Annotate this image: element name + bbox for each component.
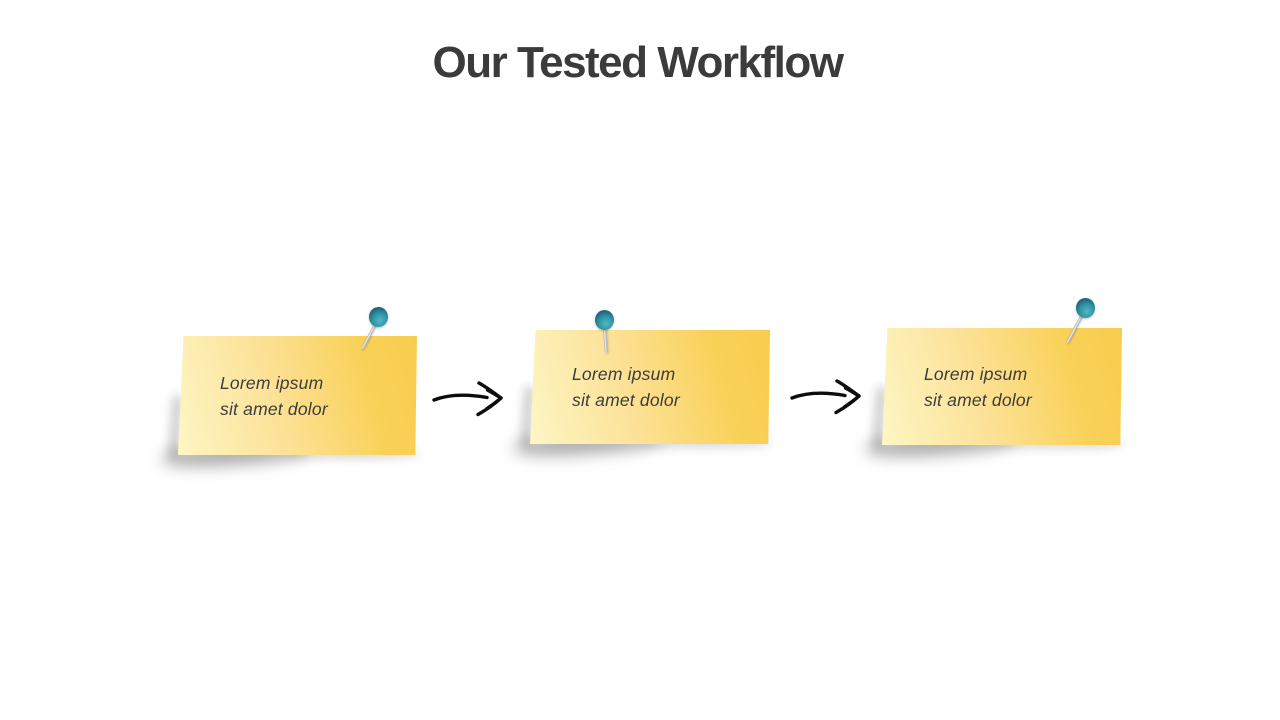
note-text-line: sit amet dolor [924, 389, 1032, 410]
hand-drawn-arrow-right-icon [432, 381, 503, 417]
note-text: Lorem ipsum sit amet dolor [220, 370, 328, 422]
note-text-line: sit amet dolor [572, 390, 680, 410]
note-text-line: sit amet dolor [220, 398, 328, 419]
workflow-step-3: Lorem ipsum sit amet dolor [865, 298, 1124, 460]
sticky-note: Lorem ipsum sit amet dolor [882, 328, 1122, 445]
note-text: Lorem ipsum sit amet dolor [572, 361, 680, 413]
pin-head [369, 307, 388, 327]
note-text-line: Lorem ipsum [924, 363, 1028, 384]
slide-title: Our Tested Workflow [432, 38, 844, 87]
pin-head [595, 310, 614, 330]
workflow-step-2: Lorem ipsum sit amet dolor [513, 310, 772, 459]
note-text: Lorem ipsum sit amet dolor [924, 361, 1032, 413]
note-text-line: Lorem ipsum [572, 364, 676, 384]
workflow-step-1: Lorem ipsum sit amet dolor [161, 307, 419, 470]
sticky-note: Lorem ipsum sit amet dolor [178, 336, 417, 455]
hand-drawn-arrow-right-icon [790, 379, 861, 415]
pin-head [1076, 298, 1095, 318]
sticky-note: Lorem ipsum sit amet dolor [530, 330, 770, 444]
note-text-line: Lorem ipsum [220, 372, 324, 393]
